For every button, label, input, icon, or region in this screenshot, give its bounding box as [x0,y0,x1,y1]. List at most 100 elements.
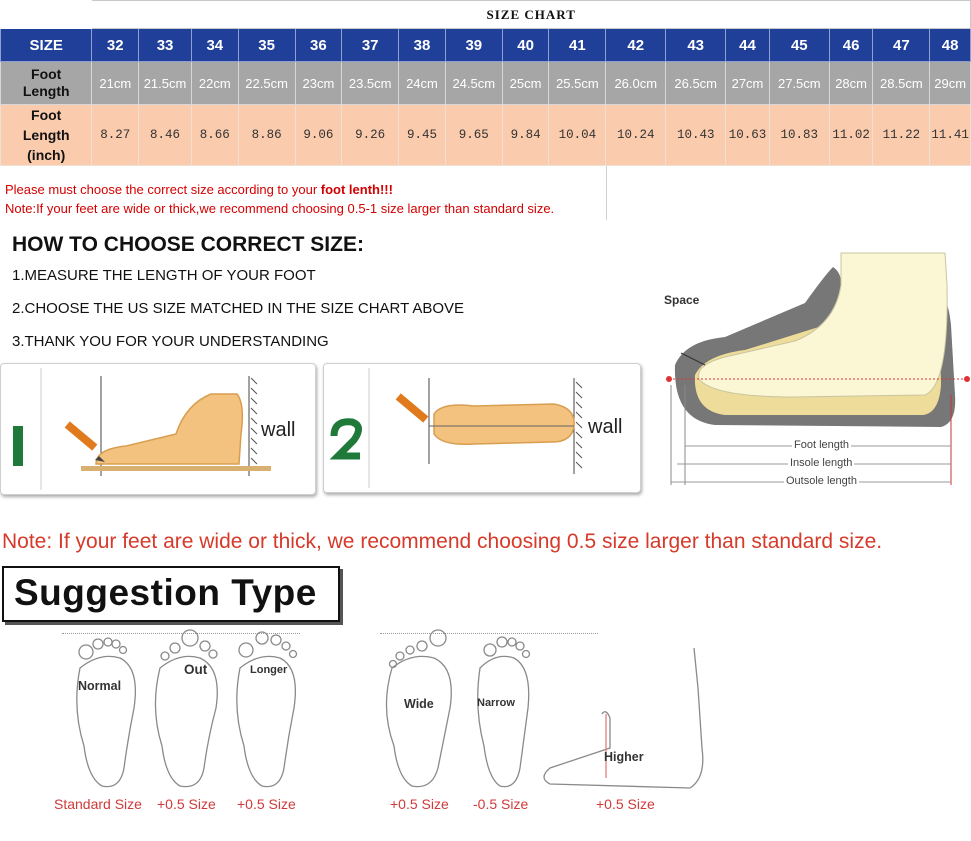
size-cell-46: 46 [828,28,874,62]
inch-cell-48: 11.41 [929,104,971,166]
inch-cell-35: 8.86 [237,104,296,166]
size-cell-43: 43 [665,28,727,62]
warning-line-1-text: Please must choose the correct size acco… [5,182,321,197]
foot-side-icon [95,393,244,465]
cm-cell-34: 22cm [190,61,239,105]
how-to-step-2: 2.CHOOSE THE US SIZE MATCHED IN THE SIZE… [12,300,465,317]
foot-top-icon [433,403,575,446]
foot-normal-icon [76,655,137,788]
table-title-spacer [0,0,93,29]
cm-cell-37: 23.5cm [341,61,400,105]
inch-cell-32: 8.27 [91,104,140,166]
cm-cell-36: 23cm [294,61,343,105]
foot-tag-higher: Higher [604,750,644,764]
inch-cell-39: 9.65 [444,104,503,166]
pencil-icon-2 [395,393,429,423]
cm-cell-42: 26.0cm [605,61,667,105]
size-cell-35: 35 [237,28,296,62]
size-cell-36: 36 [294,28,343,62]
foot-caption-out: +0.5 Size [157,796,216,812]
guide-line-right [380,633,598,634]
suggestion-title: Suggestion Type [14,572,317,613]
insole-length-label: Insole length [788,457,855,469]
size-cell-38: 38 [398,28,446,62]
foot-caption-higher: +0.5 Size [596,796,655,812]
size-cell-47: 47 [872,28,931,62]
inch-cell-41: 10.04 [548,104,607,166]
shoe-diagram [666,252,970,485]
suggestion-title-box: Suggestion Type [2,566,340,622]
foot-higher-icon [543,647,704,789]
how-to-title: HOW TO CHOOSE CORRECT SIZE: [12,233,364,256]
size-cell-34: 34 [190,28,239,62]
how-to-step-1: 1.MEASURE THE LENGTH OF YOUR FOOT [12,267,316,284]
cm-cell-32: 21cm [91,61,140,105]
measure-panel-2: wall [323,363,641,493]
measure-panel-2-art [329,368,583,488]
pencil-icon [64,421,98,451]
size-cell-42: 42 [605,28,667,62]
cm-cell-39: 24.5cm [444,61,503,105]
foot-types-art [76,629,704,789]
inch-cell-46: 11.02 [828,104,874,166]
wall-label-2: wall [588,416,623,438]
inch-cell-33: 8.46 [138,104,192,166]
cm-label-line2: Length [22,83,70,99]
size-cell-48: 48 [929,28,971,62]
outsole-length-label: Outsole length [784,475,859,487]
cm-cell-41: 25.5cm [548,61,607,105]
size-cell-33: 33 [138,28,192,62]
inch-cell-36: 9.06 [294,104,343,166]
warning-box [0,166,607,220]
warning-line-2: Note:If your feet are wide or thick,we r… [5,201,555,216]
size-cell-40: 40 [501,28,550,62]
cm-cell-46: 28cm [828,61,874,105]
foot-caption-normal: Standard Size [54,796,142,812]
measure-panel-1-art [13,368,271,490]
warning-line-1: Please must choose the correct size acco… [5,182,393,197]
inch-label-line2: Length [22,127,70,143]
cm-label-line1: Foot [31,66,62,82]
inch-cell-44: 10.63 [725,104,770,166]
foot-tag-wide: Wide [404,697,434,711]
measure-panel-1: wall [0,363,316,495]
size-chart-title: SIZE CHART [91,0,971,29]
foot-tag-normal: Normal [78,679,122,693]
foot-longer-icon [236,655,297,788]
foot-tag-longer: Longer [250,664,288,676]
cm-cell-33: 21.5cm [138,61,192,105]
inch-cell-43: 10.43 [665,104,727,166]
cm-cell-48: 29cm [929,61,971,105]
size-cell-44: 44 [725,28,770,62]
inch-cell-40: 9.84 [501,104,550,166]
inch-label-line3: (inch) [27,147,66,163]
foot-length-label: Foot length [792,439,852,451]
foot-caption-wide: +0.5 Size [390,796,449,812]
foot-caption-narrow: -0.5 Size [473,796,529,812]
step-2-number-icon [329,418,362,460]
inch-cell-45: 10.83 [768,104,830,166]
cm-cell-44: 27cm [725,61,770,105]
how-to-step-3: 3.THANK YOU FOR YOUR UNDERSTANDING [12,333,329,350]
size-cell-41: 41 [548,28,607,62]
cm-cell-40: 25cm [501,61,550,105]
foot-tag-narrow: Narrow [477,697,515,709]
cm-cell-38: 24cm [398,61,446,105]
cm-cell-43: 26.5cm [665,61,727,105]
foot-length-inch-label: Foot Length (inch) [0,104,93,166]
inch-cell-37: 9.26 [341,104,400,166]
inch-label-line1: Foot [31,107,62,123]
size-header-label: SIZE [0,28,93,62]
cm-cell-47: 28.5cm [872,61,931,105]
guide-line-left [62,633,300,634]
space-label: Space [664,293,700,307]
size-cell-45: 45 [768,28,830,62]
foot-wide-icon [385,655,452,788]
inch-cell-38: 9.45 [398,104,446,166]
wall-label-1: wall [261,419,296,441]
foot-out-icon [154,655,218,788]
foot-tag-out: Out [184,662,208,677]
cm-cell-35: 22.5cm [237,61,296,105]
warning-line-1-bold: foot lenth!!! [320,182,393,197]
